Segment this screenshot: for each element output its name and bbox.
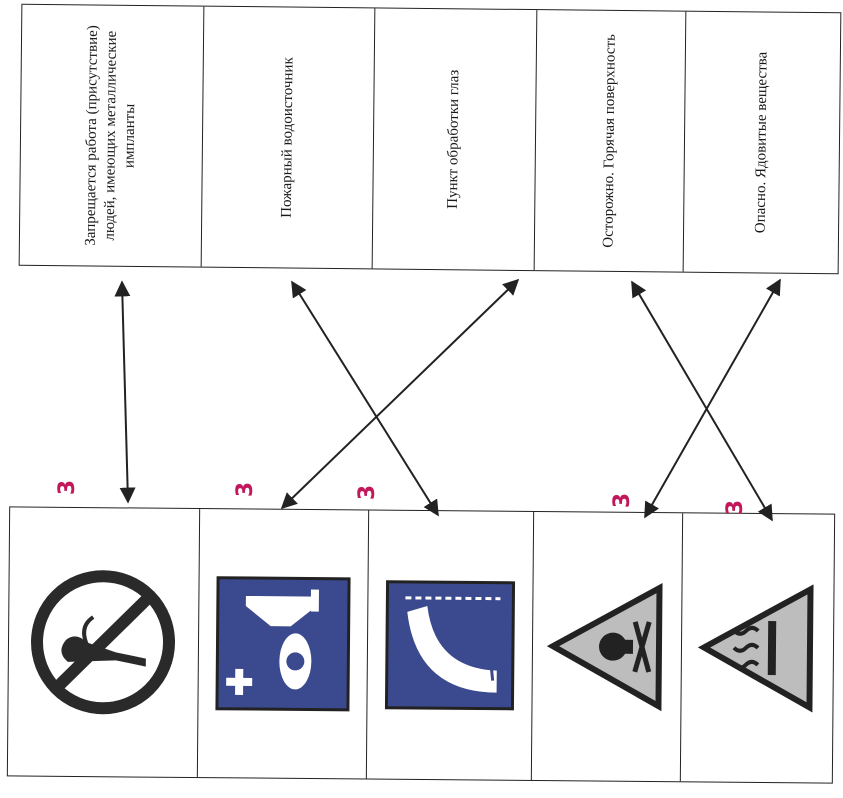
sign-cell-3 (366, 510, 534, 780)
signs-table (6, 506, 836, 784)
arrow-implants (114, 280, 136, 504)
labels-table: Запрещается работа (присутствие) людей, … (18, 3, 842, 275)
label-text-1: Запрещается работа (присутствие) людей, … (83, 25, 139, 246)
arrow-eye-wash (280, 278, 520, 510)
pen-mark-1: 3 (55, 479, 81, 496)
sign-cell-5 (681, 513, 834, 782)
eye-wash-sign-icon (215, 576, 351, 712)
arrow-toxic (644, 278, 781, 519)
pen-mark-2: 3 (233, 481, 259, 498)
pen-mark-3: 3 (355, 484, 381, 501)
hot-surface-triangle-icon (697, 582, 818, 713)
no-metal-implants-sign-icon (28, 567, 179, 718)
sign-cell-4 (531, 511, 684, 782)
sign-cell-1 (7, 507, 200, 778)
label-cell-5: Опасно. Ядовитые вещества (684, 12, 840, 274)
arrow-hot-surface (631, 280, 773, 522)
label-text-2: Пожарный водоисточник (278, 57, 297, 218)
pen-mark-4: 3 (610, 492, 636, 509)
toxic-substances-triangle-icon (546, 581, 667, 712)
label-cell-3: Пункт обработки глаз (372, 8, 538, 271)
label-cell-2: Пожарный водоисточник (201, 6, 376, 269)
label-cell-1: Запрещается работа (присутствие) людей, … (19, 4, 204, 267)
label-text-4: Осторожно. Горячая поверхность (600, 34, 619, 248)
sign-cell-2 (197, 509, 370, 779)
fire-water-source-sign-icon (384, 580, 515, 711)
pen-mark-5: 3 (723, 499, 749, 516)
arrow-water-source (291, 280, 439, 517)
label-text-3: Пункт обработки глаз (445, 69, 463, 209)
label-cell-4: Осторожно. Горячая поверхность (534, 10, 687, 272)
label-text-5: Опасно. Ядовитые вещества (752, 51, 771, 234)
